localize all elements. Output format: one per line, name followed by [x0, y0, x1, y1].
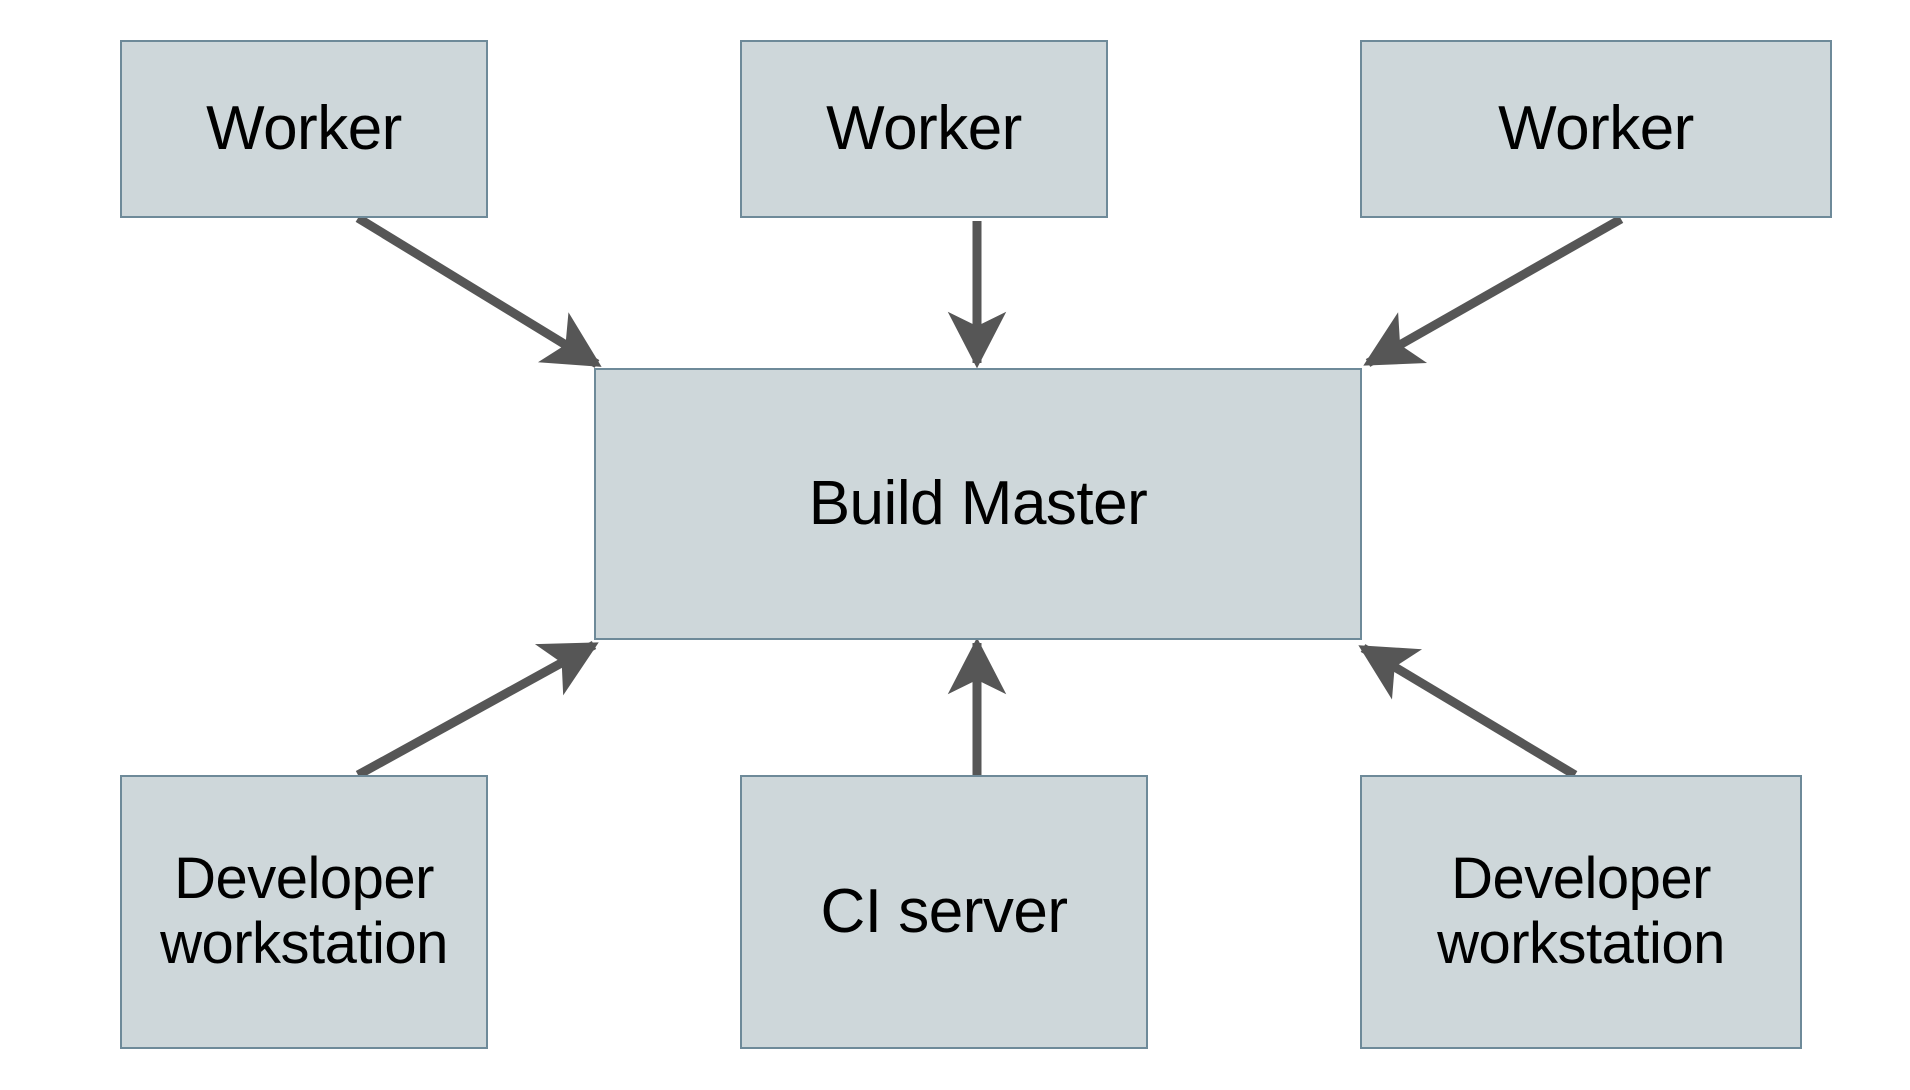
edge-workstation1-to-master [355, 641, 599, 779]
node-build-master-label: Build Master [808, 469, 1148, 539]
node-worker-2[interactable]: Worker [740, 40, 1108, 218]
edge-worker3-to-master [1363, 215, 1624, 367]
node-worker-1-label: Worker [206, 94, 402, 164]
node-developer-workstation-1[interactable]: Developer workstation [120, 775, 488, 1049]
node-worker-1[interactable]: Worker [120, 40, 488, 218]
edge-group [355, 214, 1624, 779]
edge-worker1-to-master [355, 214, 602, 368]
edge-workstation2-to-master [1358, 644, 1578, 779]
node-worker-2-label: Worker [826, 94, 1022, 164]
node-developer-workstation-2-label: Developer workstation [1437, 846, 1725, 976]
node-build-master[interactable]: Build Master [594, 368, 1362, 640]
node-ci-server[interactable]: CI server [740, 775, 1148, 1049]
node-developer-workstation-2[interactable]: Developer workstation [1360, 775, 1802, 1049]
node-ci-server-label: CI server [820, 877, 1068, 947]
node-worker-3[interactable]: Worker [1360, 40, 1832, 218]
node-developer-workstation-1-label: Developer workstation [160, 846, 448, 976]
node-worker-3-label: Worker [1498, 94, 1694, 164]
